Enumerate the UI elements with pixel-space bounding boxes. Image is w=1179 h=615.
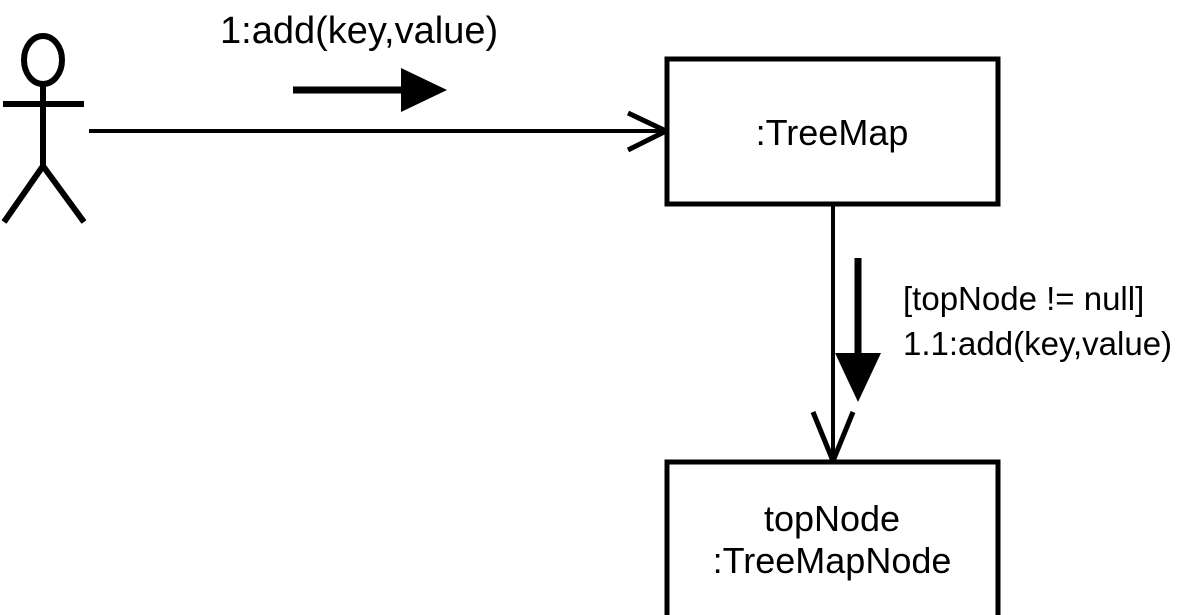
link-actor-treemap[interactable] <box>89 110 672 153</box>
object-treemap-box <box>664 56 1001 207</box>
actor-leg-right <box>40 164 87 224</box>
actor-head-icon <box>21 33 65 87</box>
object-topnode[interactable]: topNode :TreeMapNode <box>664 459 1001 615</box>
object-topnode-box <box>664 459 1001 615</box>
object-treemap-label: :TreeMap <box>756 112 909 153</box>
message-1-label: 1:add(key,value) <box>220 10 498 52</box>
link-treemap-topnode[interactable] <box>810 205 856 468</box>
actor-leg-left <box>1 164 46 224</box>
message-1-arrowhead <box>401 68 447 112</box>
message-1-arrow[interactable] <box>293 68 447 112</box>
object-topnode-label-line2: :TreeMapNode <box>713 540 952 581</box>
message-1-1-label: 1.1:add(key,value) <box>903 325 1172 362</box>
message-1-1-arrow[interactable] <box>835 258 881 402</box>
message-1-1-arrowhead <box>835 353 881 402</box>
message-1-1-label-group[interactable]: [topNode != null] 1.1:add(key,value) <box>903 280 1172 362</box>
object-topnode-label-line1: topNode <box>764 498 900 539</box>
object-treemap[interactable]: :TreeMap <box>664 56 1001 207</box>
actor-figure[interactable] <box>1 33 87 224</box>
message-1-1-guard: [topNode != null] <box>903 280 1144 317</box>
